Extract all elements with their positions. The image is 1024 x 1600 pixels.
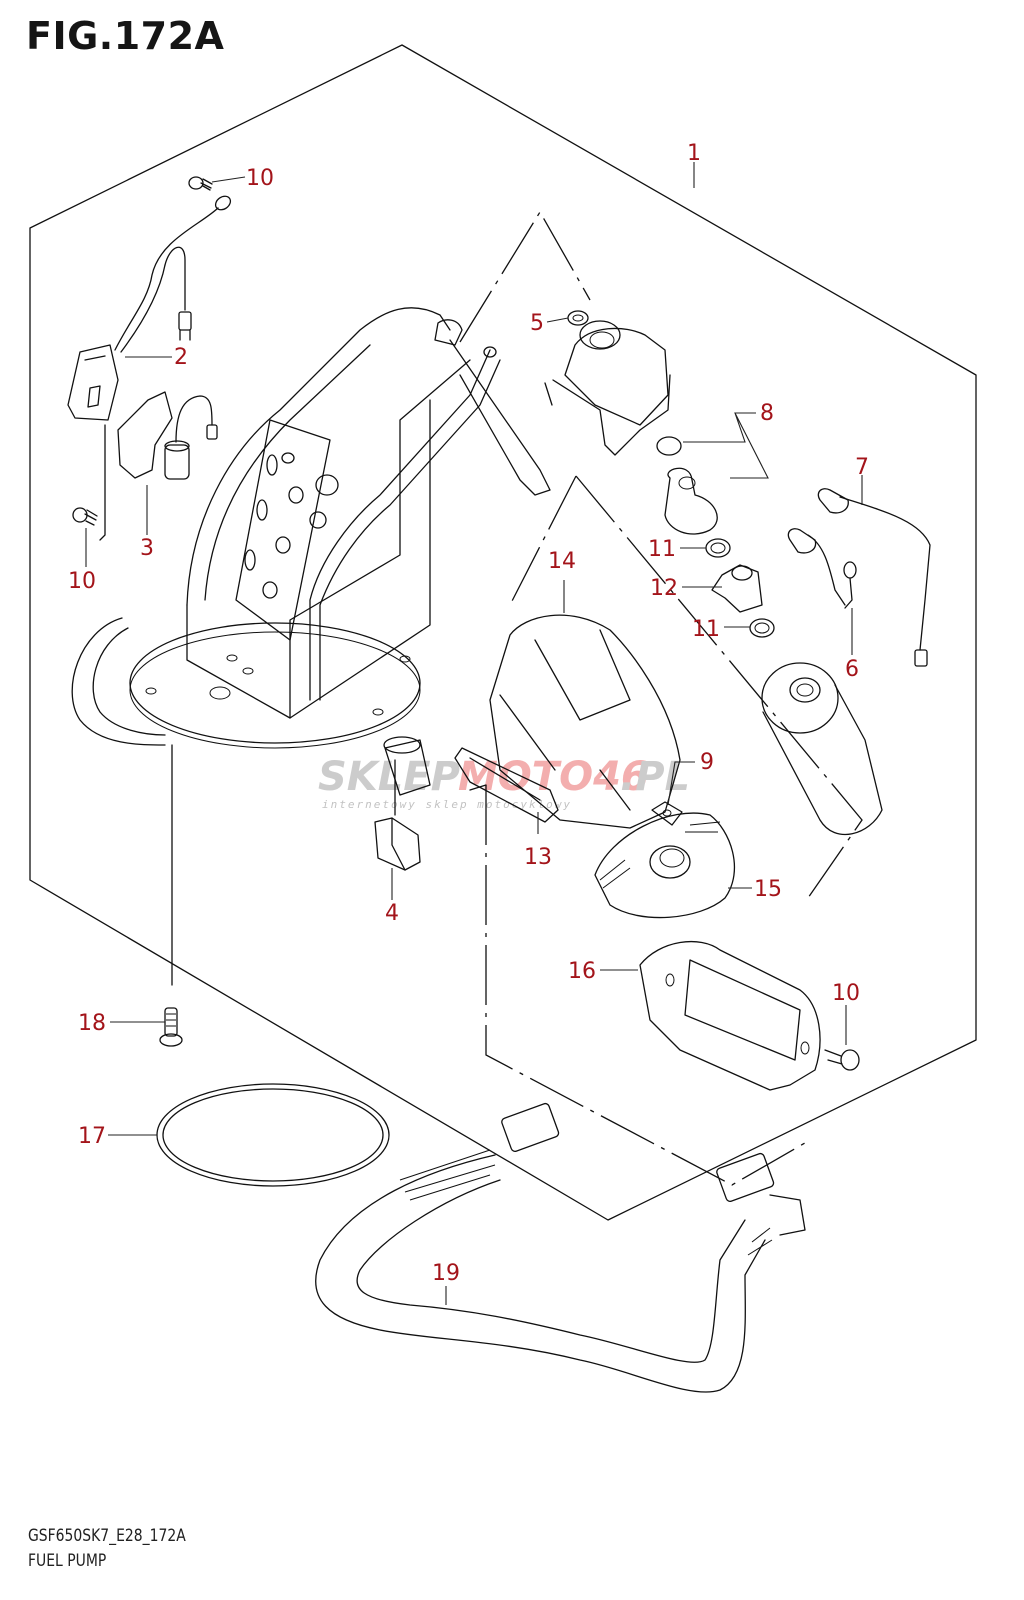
- callout-2: 2: [174, 345, 188, 370]
- callout-12: 12: [650, 576, 678, 601]
- callout-17: 17: [78, 1124, 106, 1149]
- part-14-filter-case: [489, 614, 681, 829]
- part-13-holder: [454, 747, 559, 823]
- callout-13: 13: [524, 845, 552, 870]
- screw-right-icon: [824, 1049, 860, 1071]
- callout-7: 7: [855, 455, 869, 480]
- callout-labels: 1 2 3 4 5 6 7 8 9 10 10 10 11 12 11 13 1…: [68, 141, 869, 1286]
- screw-icon: [188, 176, 213, 191]
- screw-left-icon: [72, 507, 98, 526]
- figure-name: FUEL PUMP: [28, 1551, 107, 1571]
- part-4-cushion: [374, 817, 421, 871]
- callout-10-top: 10: [246, 166, 274, 191]
- part-15-strainer: [594, 812, 736, 919]
- part-8-pressure-regulator: [544, 320, 718, 535]
- callout-5: 5: [530, 311, 544, 336]
- watermark-tagline: internetowy sklep motocyklowy: [322, 798, 572, 811]
- part-19-fuel-hose: [315, 1102, 806, 1393]
- pump-bracket-frame: [71, 307, 551, 986]
- part-5-oring: [567, 310, 589, 326]
- part-7-lead-wire: [817, 488, 931, 667]
- callout-11-lower: 11: [692, 617, 720, 642]
- part-16-pump-holder: [639, 940, 821, 1091]
- callout-9: 9: [700, 750, 714, 775]
- assembly-outline: [29, 44, 977, 1221]
- part-6-lead-wire-ground: [787, 528, 857, 609]
- part-9-clamp-plate: [651, 801, 683, 826]
- callout-8: 8: [760, 401, 774, 426]
- part-2-harness: [67, 176, 232, 421]
- callout-15: 15: [754, 877, 782, 902]
- callout-18: 18: [78, 1011, 106, 1036]
- part-11-oring-lower: [749, 618, 775, 638]
- callout-6: 6: [845, 657, 859, 682]
- callout-11-upper: 11: [648, 537, 676, 562]
- part-11-oring-upper: [705, 538, 731, 558]
- callout-14: 14: [548, 549, 576, 574]
- watermark: SKLEP MOTO46 .PL internetowy sklep motoc…: [318, 754, 690, 811]
- part-12-joint: [711, 564, 763, 613]
- callout-19: 19: [432, 1261, 460, 1286]
- part-18-bolt: [159, 1007, 183, 1047]
- callout-16: 16: [568, 959, 596, 984]
- leader-lines: [85, 162, 863, 1305]
- callout-10-right: 10: [832, 981, 860, 1006]
- callout-3: 3: [140, 536, 154, 561]
- part-17-gasket: [156, 1083, 390, 1187]
- callout-4: 4: [385, 901, 399, 926]
- figure-code: GSF650SK7_E28_172A: [28, 1526, 186, 1546]
- callout-1: 1: [687, 141, 701, 166]
- part-3-level-gauge: [99, 391, 218, 541]
- pump-motor: [761, 662, 883, 836]
- figure-title: FIG.172A: [26, 14, 225, 58]
- callout-10-left: 10: [68, 569, 96, 594]
